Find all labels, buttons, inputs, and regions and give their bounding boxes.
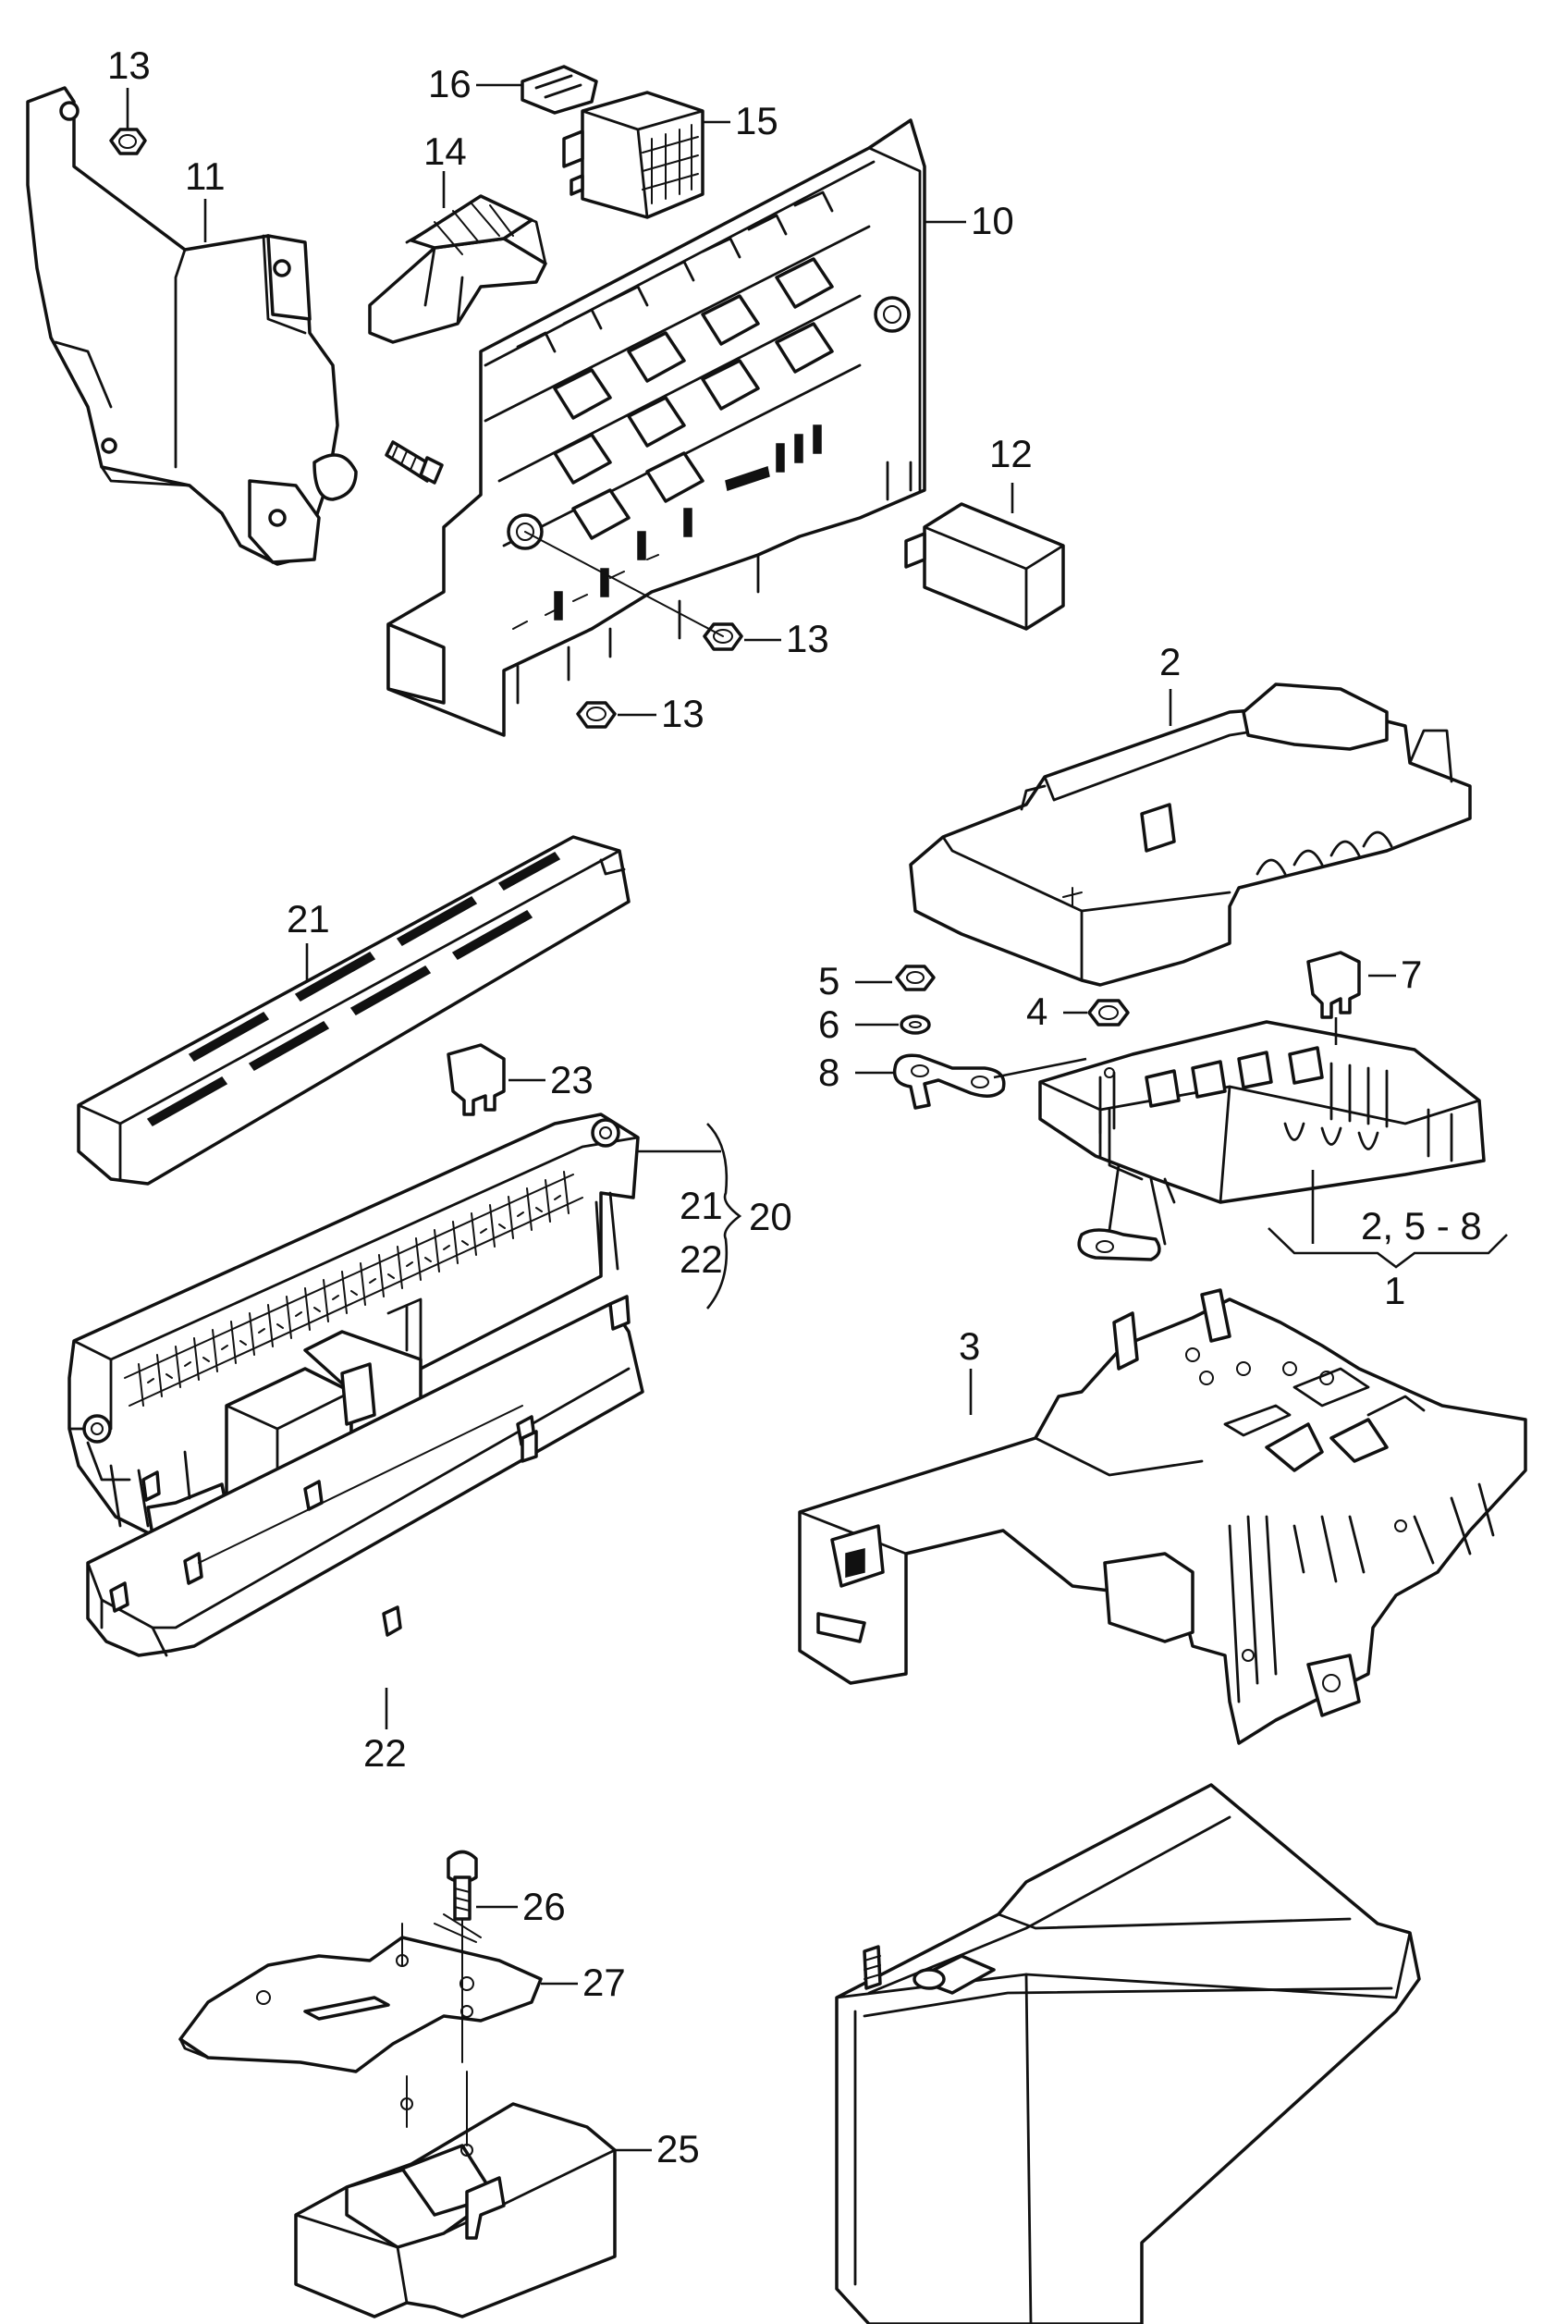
callout-3: 3 bbox=[959, 1324, 980, 1368]
callout-13-low: 13 bbox=[661, 692, 704, 735]
callout-10: 10 bbox=[971, 199, 1014, 242]
part-6-washer bbox=[900, 1014, 931, 1035]
callout-27: 27 bbox=[582, 1961, 626, 2004]
part-bolt-stud bbox=[385, 440, 444, 485]
part-2-fuse-box-cover bbox=[909, 682, 1472, 987]
part-14-relay-bracket bbox=[368, 194, 547, 344]
callout-21-top: 21 bbox=[287, 897, 330, 941]
callout-23: 23 bbox=[550, 1058, 594, 1101]
callout-20: 20 bbox=[749, 1195, 792, 1238]
callout-13-mid: 13 bbox=[786, 617, 829, 660]
callout-labels: 13 11 16 15 14 10 12 13 13 2 7 5 6 8 4 2… bbox=[107, 43, 1482, 2170]
part-22-fuse-tray bbox=[86, 1295, 644, 1657]
leader-lines bbox=[126, 83, 1508, 2152]
part-13-nut-low bbox=[576, 701, 617, 729]
leader-8-to-base bbox=[993, 1057, 1087, 1079]
callout-4: 4 bbox=[1026, 990, 1047, 1033]
callout-2-5-8: 2, 5 - 8 bbox=[1361, 1204, 1482, 1248]
part-27-mounting-plate bbox=[178, 1913, 543, 2073]
callout-16: 16 bbox=[428, 62, 472, 105]
part-26-bolt bbox=[447, 1850, 478, 1921]
callout-14: 14 bbox=[423, 129, 467, 173]
battery bbox=[835, 1783, 1421, 2324]
callout-5: 5 bbox=[818, 959, 839, 1002]
callout-12: 12 bbox=[989, 432, 1033, 475]
part-15-relay-plug bbox=[562, 91, 704, 219]
callout-26: 26 bbox=[522, 1885, 566, 1928]
part-25-control-module bbox=[294, 2071, 617, 2318]
callout-13-top: 13 bbox=[107, 43, 151, 87]
part-11-mounting-bracket bbox=[26, 86, 358, 566]
callout-11: 11 bbox=[185, 154, 226, 198]
leader-13-mid-dash bbox=[524, 531, 724, 637]
callout-22-bottom: 22 bbox=[363, 1731, 407, 1775]
part-16-connector-clip bbox=[521, 65, 598, 115]
part-21-strip-cover bbox=[77, 835, 631, 1186]
part-3-support-bracket bbox=[798, 1288, 1527, 1745]
callout-25: 25 bbox=[656, 2127, 700, 2170]
part-13-nut-top bbox=[109, 128, 147, 155]
callout-1: 1 bbox=[1384, 1269, 1405, 1312]
part-12-relay bbox=[904, 502, 1065, 631]
callout-21-group: 21 bbox=[680, 1184, 723, 1227]
part-23-blade-fuse bbox=[447, 1043, 506, 1116]
part-8-cable-lug bbox=[892, 1053, 1006, 1110]
callout-7: 7 bbox=[1401, 953, 1422, 996]
callout-15: 15 bbox=[735, 99, 778, 142]
callout-8: 8 bbox=[818, 1051, 839, 1094]
callout-2: 2 bbox=[1159, 640, 1181, 683]
callout-22-group: 22 bbox=[680, 1237, 723, 1281]
part-5-nut bbox=[895, 965, 936, 991]
part-7-blade-fuse bbox=[1306, 951, 1361, 1019]
callout-6: 6 bbox=[818, 1002, 839, 1046]
part-10-relay-carrier bbox=[386, 118, 926, 737]
part-1-fuse-box-base bbox=[1038, 1020, 1486, 1261]
part-4-nut bbox=[1087, 999, 1130, 1027]
